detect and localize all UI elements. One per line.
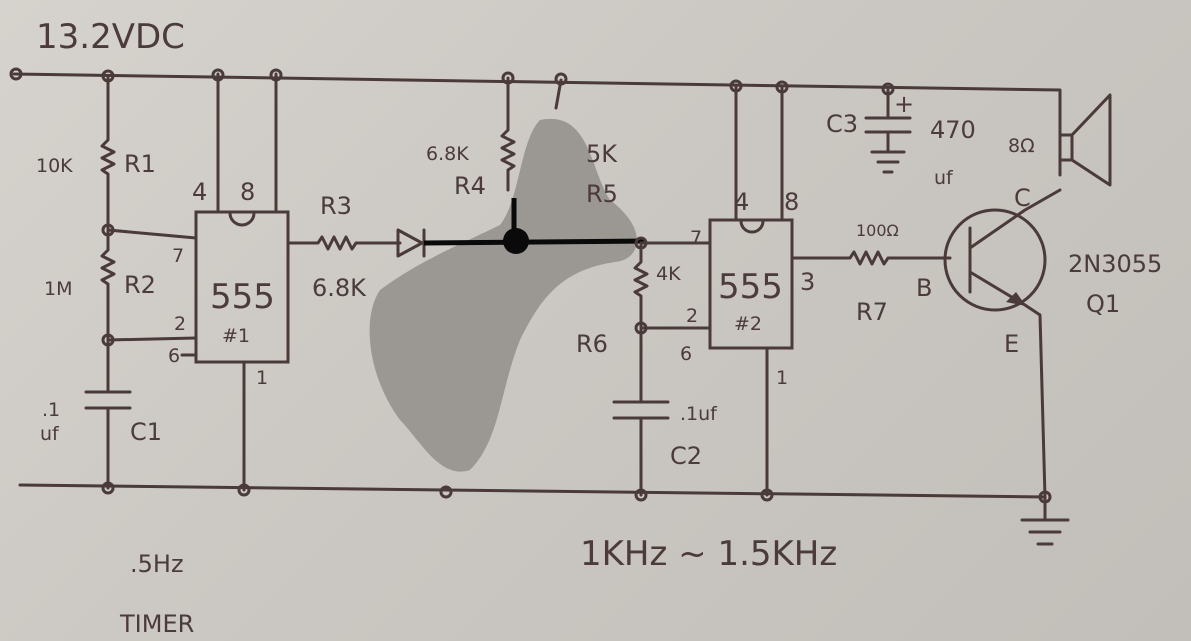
r1-value: 10K xyxy=(36,155,73,177)
r2-bypass-wires xyxy=(106,228,198,342)
ic2-body xyxy=(708,218,794,350)
ic2-pin2: 2 xyxy=(686,305,698,327)
capacitor-c2-plates xyxy=(612,400,670,420)
capacitor-c3 xyxy=(864,88,912,174)
ic2-pin4: 4 xyxy=(734,188,749,216)
r6-bypass-wires xyxy=(639,241,712,330)
resistor-r4 xyxy=(500,76,516,192)
r3-value: 6.8K xyxy=(312,274,367,302)
c3-value-top: 470 xyxy=(930,116,976,144)
smudge-blot xyxy=(369,118,637,472)
emitter-arrow xyxy=(1006,292,1026,306)
ic1-pin2: 2 xyxy=(174,313,186,335)
diode-d1 xyxy=(396,228,426,258)
ic1-pin1: 1 xyxy=(256,367,268,389)
r5-value: 5K xyxy=(586,140,618,168)
r6-value: 4K xyxy=(656,263,681,285)
ground-rail xyxy=(18,483,1047,499)
ic1-notch xyxy=(228,211,256,227)
junction-dots xyxy=(9,67,1052,504)
ground-symbol xyxy=(1020,495,1070,546)
tone-frequency-range: 1KHz ~ 1.5KHz xyxy=(580,534,837,574)
speaker-icon xyxy=(1058,93,1112,187)
c3-plus: + xyxy=(894,90,914,118)
ic2-pin3: 3 xyxy=(800,268,815,296)
c3-name: C3 xyxy=(826,110,858,138)
ic1-pin-wires xyxy=(180,72,278,492)
ic2-pin8: 8 xyxy=(784,188,799,216)
resistor-r3 xyxy=(286,235,402,251)
r7-name: R7 xyxy=(856,298,888,326)
ic1-pin8: 8 xyxy=(240,178,255,206)
junction-node xyxy=(503,228,529,254)
resistor-r6 xyxy=(633,241,649,402)
c1-value-bottom: uf xyxy=(40,423,60,445)
q1-part: 2N3055 xyxy=(1068,250,1162,278)
ic1-pin4: 4 xyxy=(192,178,207,206)
timer-label: TIMER xyxy=(119,610,194,638)
q1-collector-label: C xyxy=(1014,184,1031,212)
transistor-q1-leads xyxy=(968,188,1062,499)
timer-frequency: .5Hz xyxy=(130,550,184,578)
r5-name: R5 xyxy=(586,180,618,208)
c3-value-bottom: uf xyxy=(934,167,954,189)
q1-name: Q1 xyxy=(1086,290,1120,318)
c2-name: C2 xyxy=(670,442,702,470)
r2-name: R2 xyxy=(124,271,156,299)
ic2-pin6: 6 xyxy=(680,343,692,365)
ic2-id: #2 xyxy=(734,313,762,335)
ic1-pin7: 7 xyxy=(172,245,184,267)
r1-name: R1 xyxy=(124,150,156,178)
ic2-pin7: 7 xyxy=(690,227,702,249)
r4-name: R4 xyxy=(454,172,486,200)
ic1-part: 555 xyxy=(210,277,275,317)
ic2-pin1: 1 xyxy=(776,367,788,389)
ic2-notch xyxy=(739,219,765,234)
transistor-q1-body xyxy=(943,208,1047,312)
supply-voltage-label: 13.2VDC xyxy=(36,17,185,57)
ic1-id: #1 xyxy=(222,325,250,347)
resistor-r7 xyxy=(790,250,952,266)
r3-name: R3 xyxy=(320,192,352,220)
c1-value-top: .1 xyxy=(42,399,60,421)
c2-value: .1uf xyxy=(680,403,718,425)
capacitor-c1-plates xyxy=(84,390,132,410)
left-vertical-wire xyxy=(100,74,116,392)
ic2-part: 555 xyxy=(718,267,783,307)
c1-name: C1 xyxy=(130,418,162,446)
r4-value: 6.8K xyxy=(426,143,469,165)
ic1-pin6: 6 xyxy=(168,345,180,367)
r7-value: 100Ω xyxy=(856,221,899,240)
q1-base-label: B xyxy=(916,274,932,302)
q1-emitter-label: E xyxy=(1004,330,1019,358)
r6-name: R6 xyxy=(576,330,608,358)
speaker-value: 8Ω xyxy=(1008,135,1035,157)
ic1-body xyxy=(194,210,290,364)
ic2-pin-wires xyxy=(734,84,784,497)
r2-value: 1M xyxy=(44,278,72,300)
